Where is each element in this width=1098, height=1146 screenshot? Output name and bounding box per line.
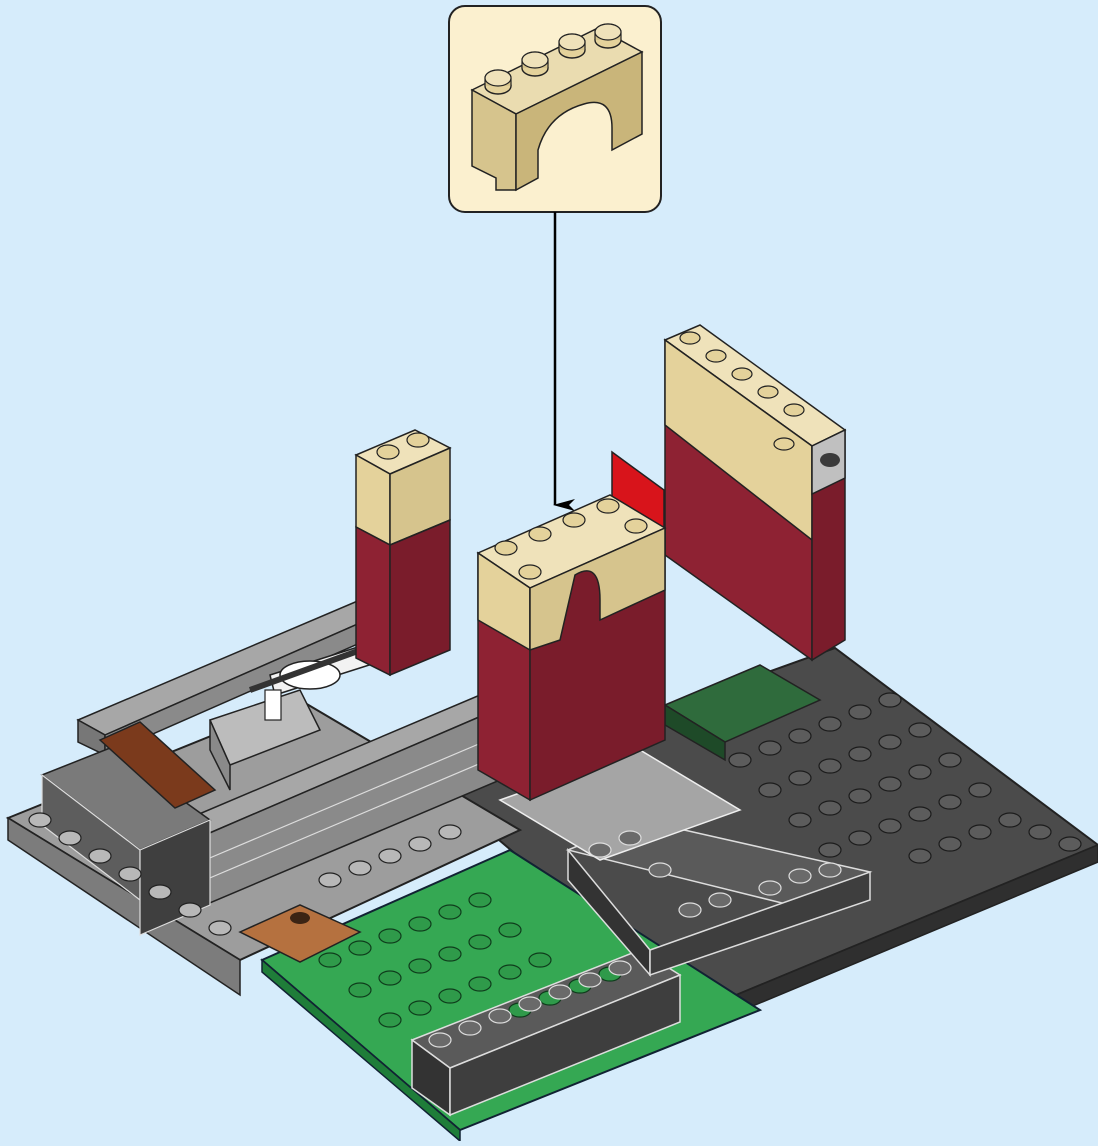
lego-model [8,325,1098,1141]
parts-callout [449,6,661,212]
right-wall [665,325,845,660]
left-pillar [356,430,450,675]
